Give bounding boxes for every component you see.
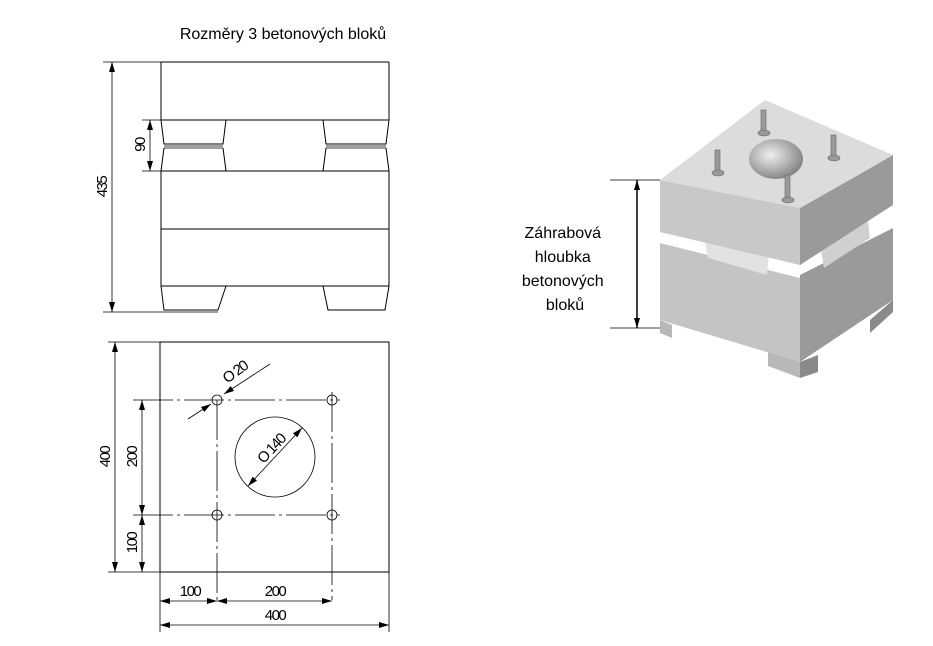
bolt-hole: [326, 394, 338, 406]
dim-left-total: 400: [97, 446, 114, 468]
burial-depth-label: Záhrabová hloubka betonových bloků: [522, 225, 608, 314]
center-hole: [234, 416, 316, 498]
isometric-view: Záhrabová hloubka betonových bloků: [522, 100, 893, 378]
dim-bottom-offset: 100: [180, 583, 202, 600]
bolt-hole: [211, 394, 223, 406]
bolt-hole: [326, 509, 338, 521]
dim-left-spacing: 200: [124, 446, 141, 468]
drawing-title: Rozměry 3 betonových bloků: [180, 25, 386, 43]
dim-bottom-total: 400: [265, 607, 287, 624]
front-view: 435 90: [94, 61, 390, 313]
dim-gap-height: 90: [132, 137, 149, 152]
dim-left-offset: 100: [124, 532, 141, 554]
dim-center-diameter: O 140: [254, 430, 290, 467]
dim-total-height: 435: [94, 176, 111, 198]
plan-view: O 140 O 20 400 200 100 100 200 400: [97, 341, 390, 632]
dim-hole-diameter: O 20: [220, 357, 252, 387]
bolt-hole: [211, 509, 223, 521]
dim-bottom-spacing: 200: [265, 583, 287, 600]
bolts: [711, 109, 841, 204]
center-hole-3d: [749, 139, 803, 179]
